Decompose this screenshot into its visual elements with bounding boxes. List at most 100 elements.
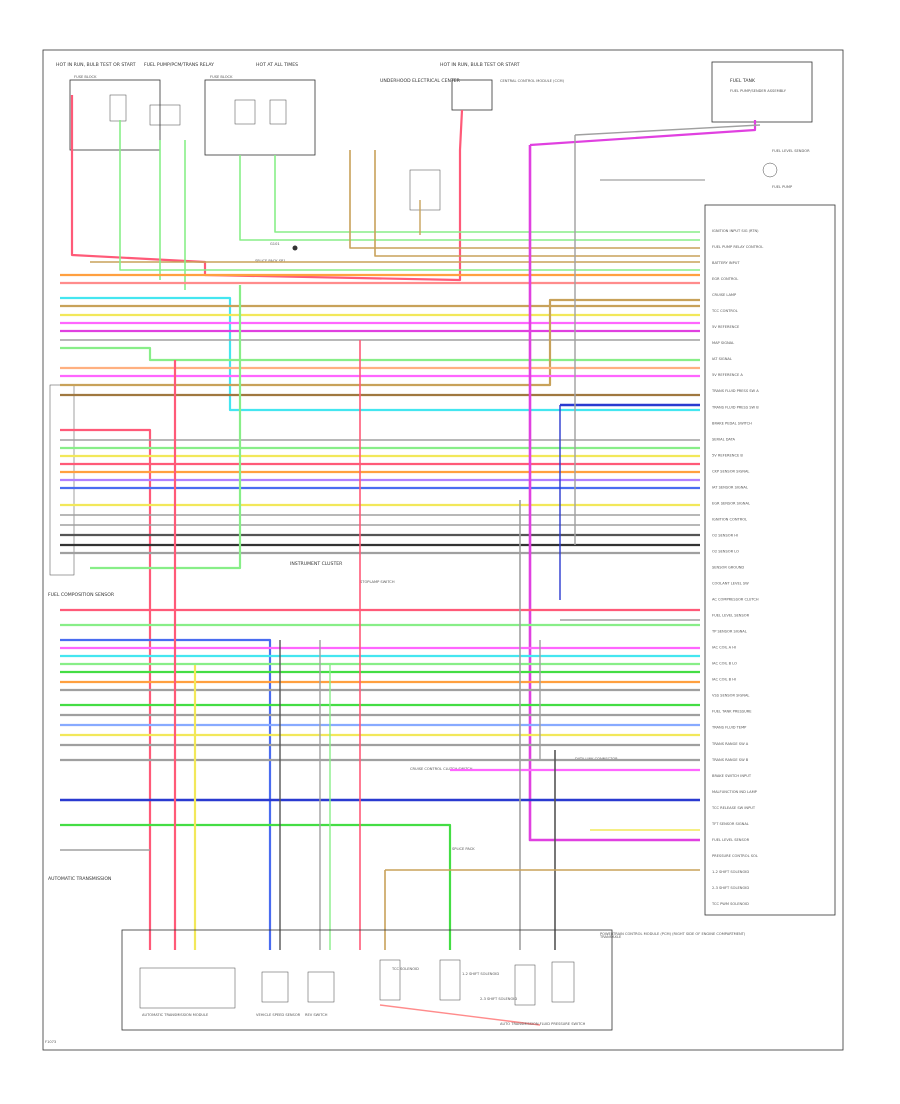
pcm-function-15: CKP SENSOR SIGNAL	[712, 469, 749, 473]
splice-pack-mid-label: SPLICE PACK	[452, 847, 475, 851]
pcm-function-35: MALFUNCTION IND LAMP	[712, 790, 758, 794]
rev-switch	[307, 971, 335, 1003]
vss-sensor	[261, 971, 289, 1003]
pcm-function-41: 2-3 SHIFT SOLENOID	[712, 886, 749, 890]
pcm-function-16: IAT SENSOR SIGNAL	[712, 485, 748, 489]
fuse-block-b	[204, 79, 316, 156]
top-middle-area: UNDERHOOD ELECTRICAL CENTER HOT IN RUN, …	[380, 62, 565, 211]
outer-frame	[42, 49, 844, 1051]
shift-solenoid-a-label: 1-2 SHIFT SOLENOID	[462, 972, 499, 976]
fuse-block-b-label: FUSE BLOCK	[210, 75, 233, 79]
wire-8	[374, 150, 700, 257]
wire-2	[119, 120, 700, 271]
tcc-solenoid-label: TCC SOLENOID	[391, 967, 419, 971]
top-left-fuse-area: HOT IN RUN, BULB TEST OR START FUEL PUMP…	[56, 62, 316, 263]
fuse-1	[109, 94, 127, 122]
pcm-note-right: POWERTRAIN CONTROL MODULE (PCM) (RIGHT S…	[600, 932, 746, 936]
fuse-block-a-label: FUSE BLOCK	[74, 75, 97, 79]
tcc-solenoid	[379, 959, 401, 1001]
pcm-function-20: O2 SENSOR LO	[712, 550, 739, 554]
wire-19	[60, 298, 700, 387]
pcm-function-24: FUEL LEVEL SENSOR	[712, 614, 750, 618]
fuel-pump-motor	[762, 162, 778, 178]
fuel-pump-relay-label: FUEL PUMP/PCM/TRANS RELAY	[144, 62, 214, 68]
pcm-function-11: TRANS FLUID PRESS SW B	[711, 405, 759, 409]
fuse-block-c	[451, 79, 493, 111]
wire-76	[379, 1004, 541, 1026]
pcm-function-8: IAT SIGNAL	[712, 357, 732, 361]
pcm-function-7: MAP SIGNAL	[712, 341, 734, 345]
fuel-level-label: FUEL LEVEL SENDOR	[772, 149, 810, 153]
pcm-function-40: 1-2 SHIFT SOLENOID	[712, 870, 749, 874]
pcm-function-28: IAC COIL B HI	[712, 678, 736, 682]
wire-12	[60, 296, 700, 412]
fuel-tank-area: FUEL TANK FUEL PUMP/SENDER ASSEMBLY FUEL…	[711, 61, 813, 189]
cruise-clutch-label: CRUISE CONTROL CLUTCH SWITCH	[410, 767, 473, 771]
pcm-function-list: IGNITION INPUT SIG (RTN) FUEL PUMP RELAY …	[711, 229, 763, 906]
pcm-function-22: COOLANT LEVEL SW	[712, 582, 749, 586]
hot-run-start-label: HOT IN RUN, BULB TEST OR START	[56, 62, 136, 68]
pressure-switch	[551, 961, 575, 1003]
pcm-function-5: TCC CONTROL	[711, 309, 738, 313]
pcm-function-33: TRANS RANGE SW B	[711, 758, 749, 762]
pcm-function-27: IAC COIL B LO	[712, 662, 737, 666]
pcm-function-32: TRANS RANGE SW A	[711, 742, 749, 746]
pcm-right-box	[704, 204, 836, 916]
relay-2	[234, 99, 256, 125]
pcm-function-19: O2 SENSOR HI	[712, 534, 738, 538]
instrument-connector	[409, 169, 441, 211]
auto-trans-label: AUTOMATIC TRANSMISSION	[48, 876, 111, 882]
pcm-function-26: IAC COIL A HI	[712, 646, 736, 650]
pcm-function-34: BRAKE SWITCH INPUT	[712, 774, 752, 778]
pcm-function-42: TCC PWM SOLENOID	[711, 902, 749, 906]
pcm-function-4: CRUISE LAMP	[712, 293, 737, 297]
transaxle-box	[121, 929, 613, 1031]
pcm-function-2: BATTERY INPUT	[712, 261, 740, 265]
shift-solenoid-b-label: 2-3 SHIFT SOLENOID	[480, 997, 517, 1001]
wire-41	[529, 120, 757, 147]
fuel-pump-label: FUEL PUMP	[772, 185, 793, 189]
wires-group	[60, 95, 761, 1026]
hot-run-b-label: HOT IN RUN, BULB TEST OR START	[440, 62, 520, 68]
wire-62	[60, 823, 452, 950]
underhood-center-label: UNDERHOOD ELECTRICAL CENTER	[380, 78, 461, 84]
fuel-tank-label: FUEL TANK	[730, 78, 756, 84]
pcm-function-18: IGNITION CONTROL	[712, 517, 747, 521]
pressure-switch-label: AUTO TRANSMISSION FLUID PRESSURE SWITCH	[500, 1022, 586, 1026]
pcm-function-39: PRESSURE CONTROL SOL	[712, 854, 758, 858]
pcm-function-6: 5V REFERENCE	[712, 325, 740, 329]
asm-module	[139, 967, 236, 1009]
footer-code: F1073	[45, 1040, 56, 1044]
pcm-function-3: EGR CONTROL	[712, 277, 738, 281]
pcm-function-37: TFT SENSOR SIGNAL	[711, 822, 749, 826]
pcm-function-36: TCC RELEASE SW INPUT	[711, 806, 756, 810]
wire-37	[90, 285, 242, 570]
pcm-function-29: VSS SENSOR SIGNAL	[712, 694, 749, 698]
pcm-function-10: TRANS FLUID PRESS SW A	[711, 389, 759, 393]
fuel-pump-sender-label: FUEL PUMP/SENDER ASSEMBLY	[730, 89, 787, 93]
wire-0	[70, 95, 464, 282]
wire-18	[60, 346, 700, 362]
pcm-function-17: EGR SENSOR SIGNAL	[712, 501, 750, 505]
splice-pack-label: SPLICE PACK SP1	[255, 259, 286, 263]
fuel-composition-label: FUEL COMPOSITION SENSOR	[48, 592, 115, 598]
pcm-function-1: FUEL PUMP RELAY CONTROL	[712, 245, 763, 249]
instrument-cluster-label: INSTRUMENT CLUSTER	[290, 561, 343, 567]
wire-42	[574, 124, 761, 136]
wire-5	[239, 155, 700, 241]
pcm-function-13: SERIAL DATA	[712, 437, 736, 441]
pcm-function-21: SENSOR GROUND	[712, 566, 744, 570]
pcm-function-25: TP SENSOR SIGNAL	[711, 630, 747, 634]
wire-47	[60, 638, 272, 950]
relay-1	[149, 104, 181, 126]
shift-solenoid-a	[439, 959, 461, 1001]
pcm-function-9: 5V REFERENCE A	[712, 373, 743, 377]
shift-solenoid-b	[514, 964, 536, 1006]
pcm-function-0: IGNITION INPUT SIG (RTN)	[712, 229, 759, 233]
wire-40	[528, 145, 700, 842]
transaxle-label: TRANSAXLE	[599, 935, 622, 939]
hot-all-times-label: HOT AT ALL TIMES	[256, 62, 298, 68]
pcm-function-12: BRAKE PEDAL SWITCH	[712, 421, 752, 425]
